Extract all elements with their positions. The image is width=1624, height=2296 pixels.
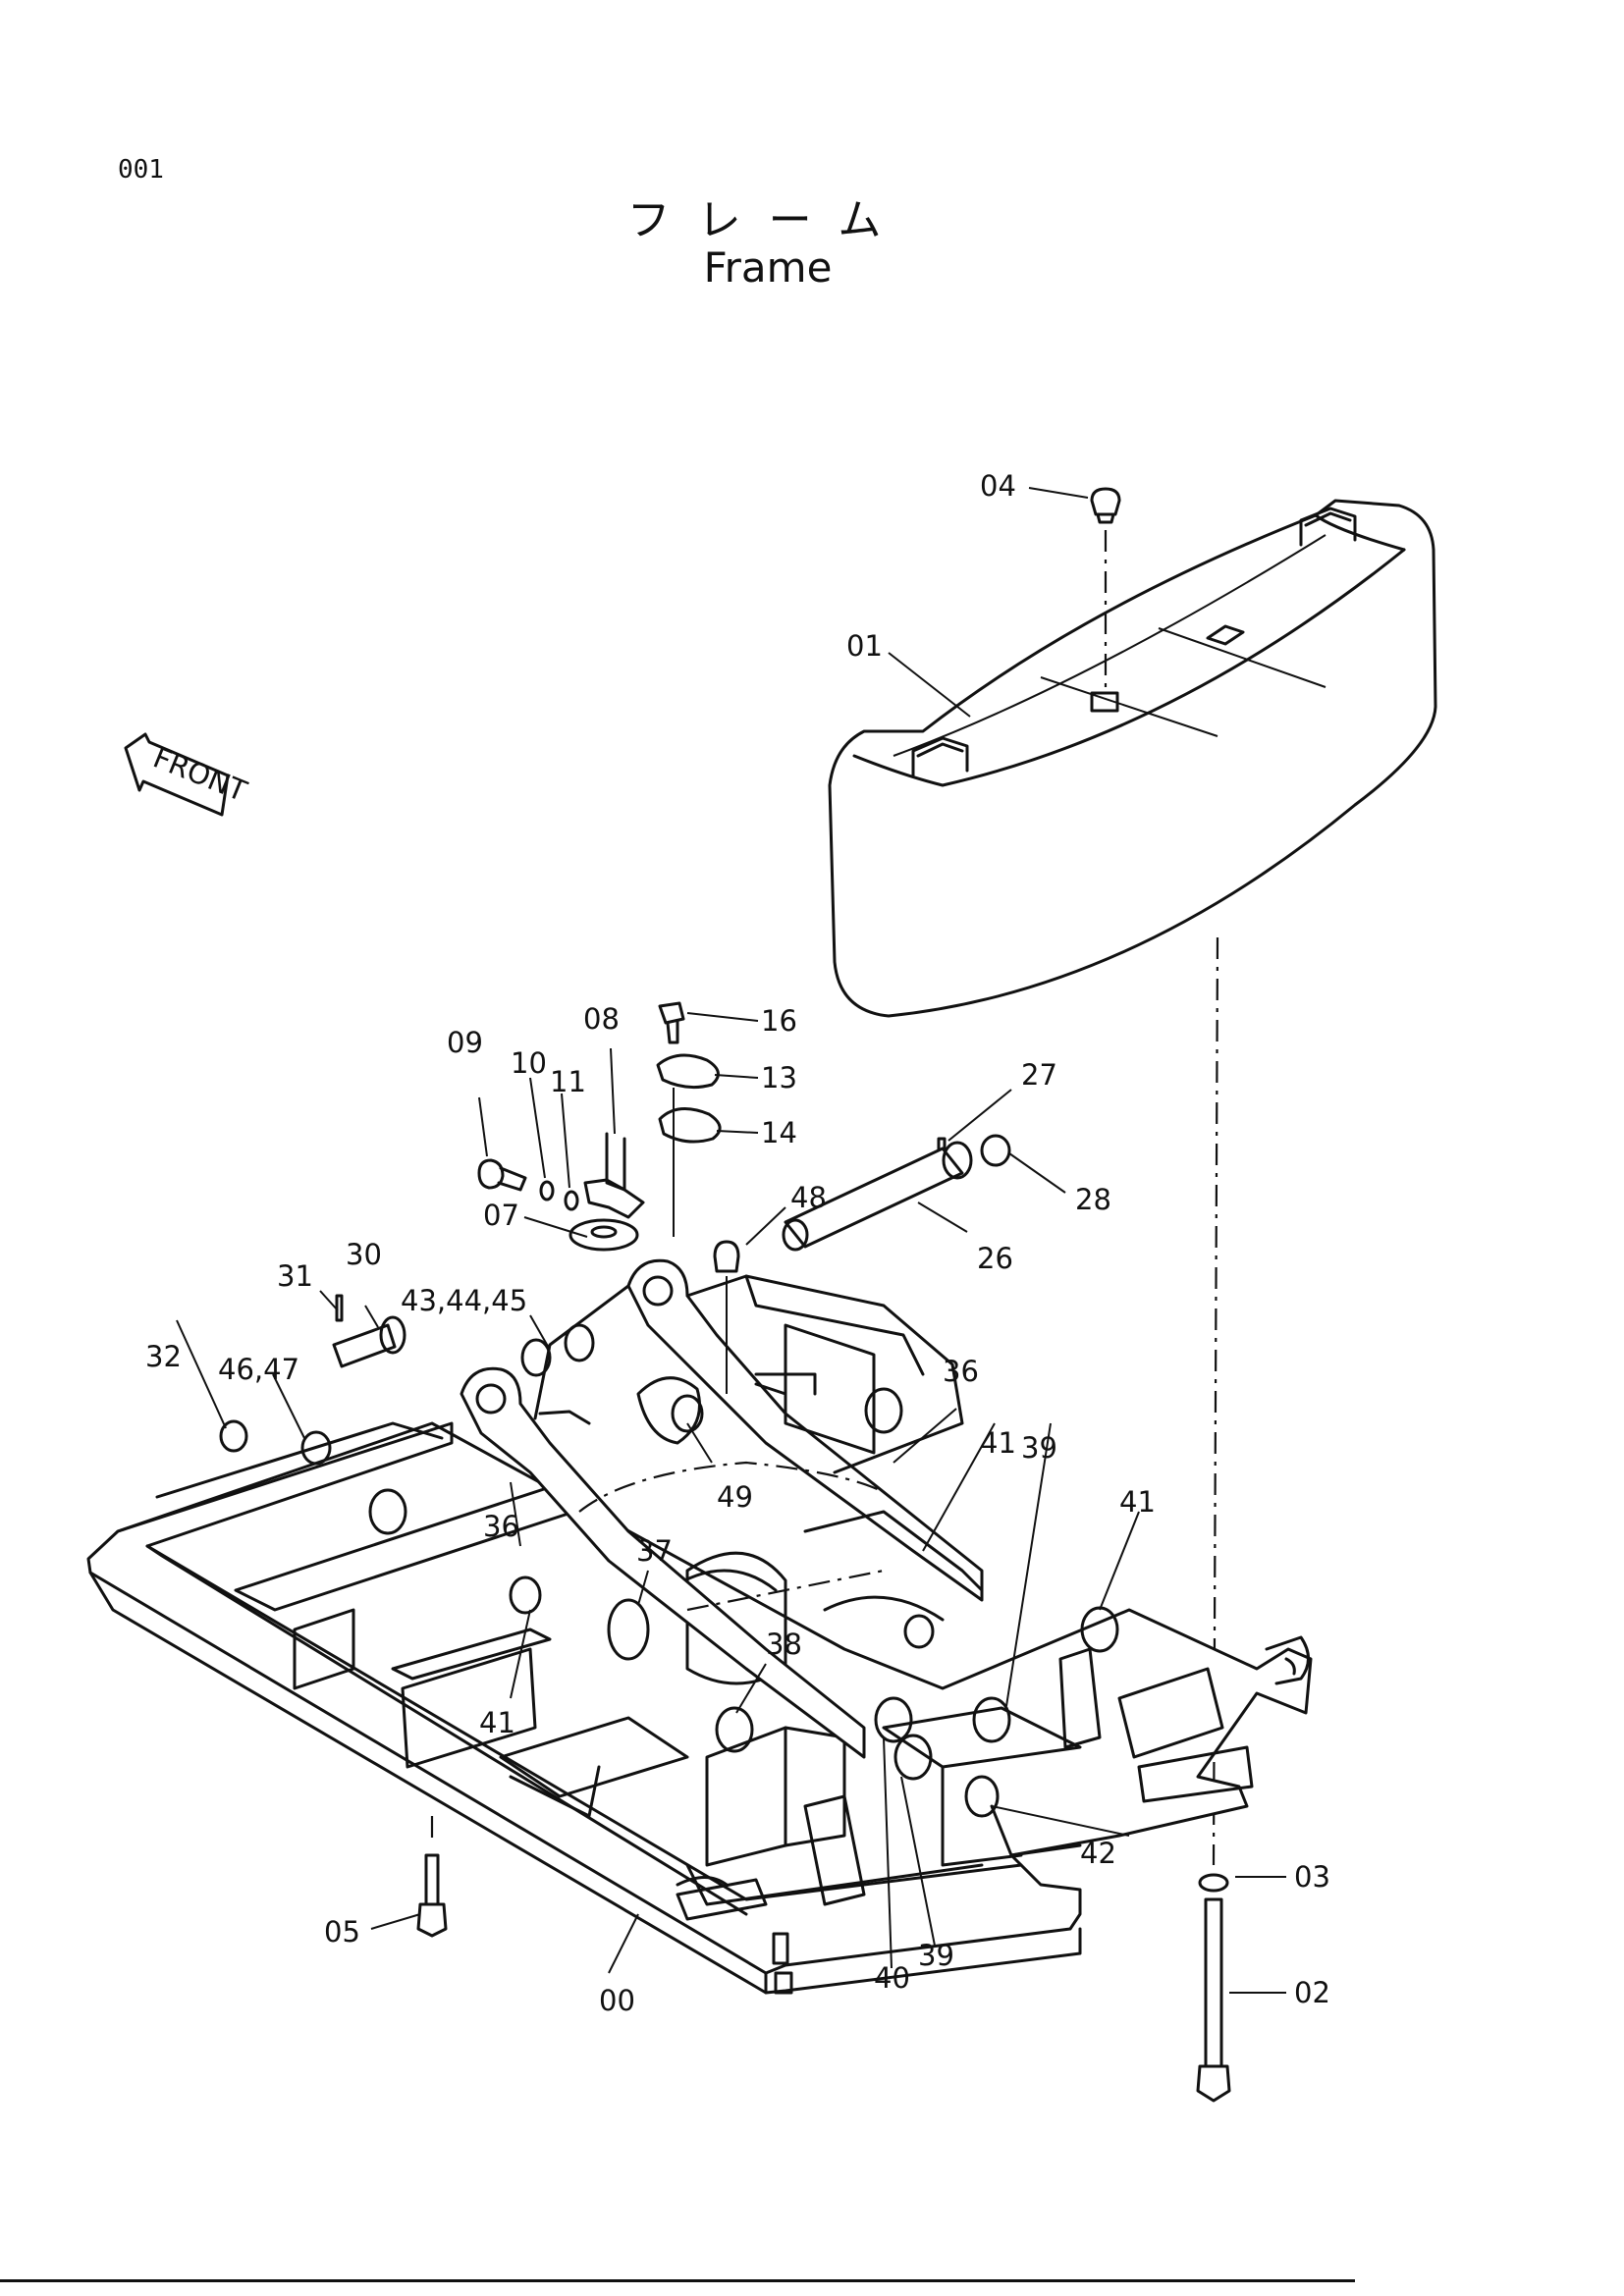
leader-lines (176, 487, 1286, 1994)
counterweight (828, 499, 1437, 1018)
callout-03: 03 (1294, 1860, 1330, 1894)
bolt-05 (416, 1853, 448, 1938)
callout-07: 07 (483, 1199, 519, 1232)
callout-09: 09 (447, 1026, 483, 1059)
pin-26 (782, 1141, 973, 1252)
callout-41-mid: 41 (980, 1426, 1016, 1460)
callout-14: 14 (761, 1116, 797, 1149)
callout-36-left: 36 (483, 1510, 519, 1543)
front-label: FRONT (148, 740, 251, 808)
callout-26: 26 (977, 1242, 1013, 1275)
callout-32: 32 (145, 1340, 182, 1373)
cap-48 (713, 1240, 740, 1273)
callout-10: 10 (511, 1046, 547, 1080)
callout-41-right: 41 (1119, 1485, 1156, 1519)
callout-04: 04 (980, 469, 1016, 503)
callout-42: 42 (1080, 1837, 1116, 1870)
callout-46-47: 46,47 (218, 1353, 299, 1386)
callout-40: 40 (874, 1961, 910, 1995)
callout-31: 31 (277, 1259, 313, 1293)
plug-04 (1090, 487, 1121, 524)
callout-39-upper: 39 (1021, 1431, 1057, 1465)
callout-27: 27 (1021, 1058, 1057, 1092)
bolt-09 (477, 1158, 527, 1192)
ring-32 (219, 1419, 248, 1453)
callout-28: 28 (1075, 1183, 1111, 1216)
callout-49: 49 (717, 1480, 753, 1514)
gasket-14 (658, 1107, 722, 1144)
bolt-16 (658, 1001, 685, 1044)
title-english: Frame (703, 243, 833, 292)
pin-30 (332, 1315, 406, 1368)
callout-08: 08 (583, 1002, 620, 1036)
pin-31 (335, 1294, 344, 1322)
ring-28 (980, 1134, 1011, 1167)
callout-41-left: 41 (479, 1706, 515, 1739)
shims-43-44-45 (520, 1323, 595, 1377)
bottom-rule (0, 2279, 1355, 2282)
callout-02: 02 (1294, 1976, 1330, 2009)
plate-13 (656, 1053, 720, 1090)
callout-37: 37 (636, 1534, 673, 1568)
callout-05: 05 (324, 1915, 360, 1949)
callout-38: 38 (766, 1628, 802, 1661)
callout-39-lower: 39 (918, 1939, 954, 1972)
washer-11 (564, 1190, 579, 1211)
callout-00: 00 (599, 1984, 635, 2017)
washer-10 (539, 1180, 555, 1201)
stopper-08 (583, 1132, 645, 1219)
front-arrow-icon: FRONT (124, 732, 251, 817)
bolt-02 (1196, 1873, 1231, 2103)
callout-43-44-45: 43,44,45 (401, 1284, 527, 1317)
callout-36-upper: 36 (943, 1355, 979, 1388)
shims-46-47 (300, 1430, 332, 1466)
callout-16: 16 (761, 1004, 797, 1038)
callout-30: 30 (346, 1238, 382, 1271)
callout-labels: 04 01 16 08 09 10 11 13 14 27 28 07 48 2… (145, 469, 1330, 2017)
boom-bracket (460, 1258, 984, 1759)
page-number: 001 (118, 155, 164, 185)
callout-48: 48 (790, 1181, 827, 1214)
callout-11: 11 (550, 1065, 586, 1098)
callout-01: 01 (846, 629, 883, 663)
title-japanese: フレーム (626, 195, 909, 245)
main-frame (86, 1421, 1313, 1995)
callout-13: 13 (761, 1061, 797, 1095)
ring-07 (568, 1218, 639, 1252)
